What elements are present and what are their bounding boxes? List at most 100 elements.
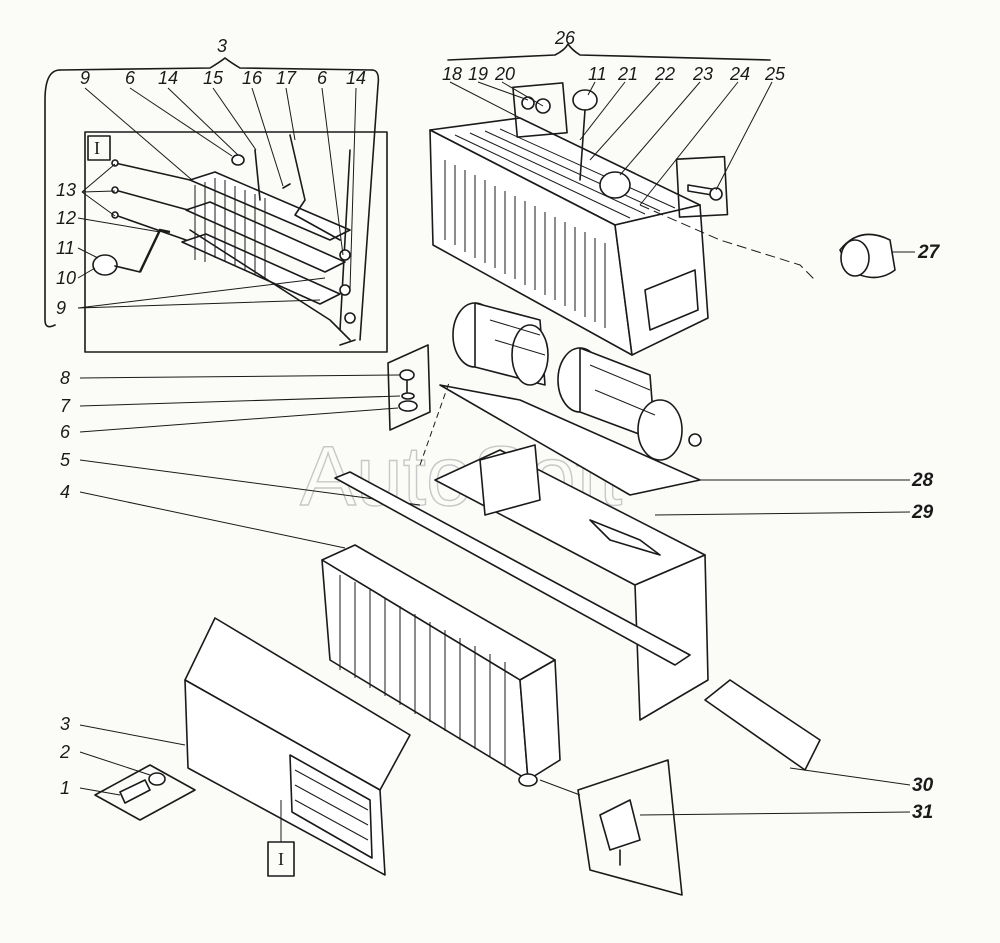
switch-knob: [572, 89, 598, 111]
housing-side-opening: [644, 269, 699, 331]
label-28: 28: [911, 470, 934, 491]
leader-20: [501, 81, 544, 107]
leader-13: [81, 163, 116, 217]
label-19: 19: [468, 64, 488, 84]
rod-end-1: [111, 159, 119, 167]
housing-slots-front: [444, 160, 606, 328]
radiator-drain: [518, 773, 538, 787]
motor-terminal: [688, 433, 702, 447]
housing-side-face: [614, 204, 709, 356]
leader-3: [79, 724, 186, 746]
inset-clip: [339, 339, 356, 346]
hinge-1: [339, 249, 351, 261]
cover-30: [704, 679, 821, 771]
strip-5: [334, 471, 691, 666]
parts-tag-25: [675, 155, 729, 218]
leader-9b: [77, 277, 326, 309]
label-1: 1: [60, 778, 70, 798]
label-14b: 14: [346, 68, 366, 88]
inset-tag-box: [87, 135, 111, 161]
label-10: 10: [56, 268, 76, 288]
label-6a: 6: [125, 68, 136, 88]
cover-disc-23: [599, 171, 631, 199]
label-16: 16: [242, 68, 263, 88]
leader-2: [79, 751, 151, 776]
leader-6: [79, 407, 399, 433]
rod-end-2: [111, 186, 119, 194]
inset-group: I: [44, 36, 388, 353]
inset-frame: [84, 131, 388, 353]
parts-tag-6-8: [387, 344, 431, 431]
valve-link: [539, 779, 581, 796]
label-11b: 11: [588, 64, 607, 84]
parts-tag-1-2: [94, 764, 196, 821]
label-7: 7: [60, 396, 71, 416]
leader-6b: [321, 87, 344, 256]
front-panel-face: [184, 679, 386, 876]
box-side: [634, 554, 709, 721]
leader-8: [79, 374, 401, 379]
label-4: 4: [60, 482, 70, 502]
fan-drum-2-cap: [637, 399, 683, 461]
leader-25: [715, 81, 773, 191]
leader-9a: [84, 87, 193, 181]
fan-hatch: [489, 319, 656, 416]
hinge-2: [339, 284, 351, 296]
label-21: 21: [617, 64, 638, 84]
label-22: 22: [654, 64, 675, 84]
motor-body: [511, 324, 549, 386]
brace-3-top: [59, 57, 373, 71]
louver-hatch: [194, 178, 266, 280]
screw-8: [399, 369, 415, 381]
louver-blade-3: [181, 233, 341, 305]
washer-2: [148, 772, 166, 786]
label-27: 27: [917, 242, 941, 263]
label-3-top: 3: [217, 36, 227, 56]
hinge-3: [344, 312, 356, 324]
radiator-side: [519, 659, 561, 781]
label-24: 24: [729, 64, 750, 84]
label-31: 31: [912, 802, 933, 823]
label-23: 23: [692, 64, 713, 84]
dash-axis-27: [639, 204, 816, 281]
view-tag: I: [278, 849, 284, 869]
label-3: 3: [60, 714, 70, 734]
parts-tag-18-20: [512, 82, 568, 138]
front-panel-louver: [289, 754, 373, 859]
label-13: 13: [56, 180, 76, 200]
leader-31: [639, 811, 911, 816]
label-6: 6: [60, 422, 71, 442]
valve-31: [599, 799, 641, 851]
brace-26: [447, 43, 771, 61]
label-25: 25: [764, 64, 786, 84]
nut-14: [231, 154, 245, 166]
rod-1: [114, 162, 191, 181]
heater-box: I 3 2 1 30 31: [59, 444, 934, 896]
front-louver-slats: [294, 769, 369, 841]
crank-lever: [138, 228, 171, 273]
louver-frame-right: [339, 149, 351, 331]
screw-25: [687, 184, 713, 196]
fan-motor-assembly: 8 7 6 5 4 28 29: [60, 302, 934, 549]
label-20: 20: [494, 64, 515, 84]
leader-10: [77, 267, 96, 279]
leader-12: [77, 217, 161, 233]
leader-23: [619, 81, 701, 176]
label-30: 30: [912, 775, 934, 796]
label-9b: 9: [56, 298, 66, 318]
label-9a: 9: [80, 68, 90, 88]
washer-6: [398, 400, 418, 412]
leader-1: [79, 787, 121, 796]
label-6b: 6: [317, 68, 328, 88]
box-top-hatch: [589, 519, 661, 556]
inset-brace-right: [359, 69, 380, 341]
leader-22: [589, 81, 661, 161]
leader-5: [79, 459, 421, 506]
bushing-27-face: [840, 239, 870, 277]
leader-21: [579, 81, 626, 141]
knob-shaft: [114, 265, 141, 273]
leader-4: [79, 491, 346, 549]
leader-16: [251, 87, 284, 187]
label-11a: 11: [56, 238, 75, 258]
